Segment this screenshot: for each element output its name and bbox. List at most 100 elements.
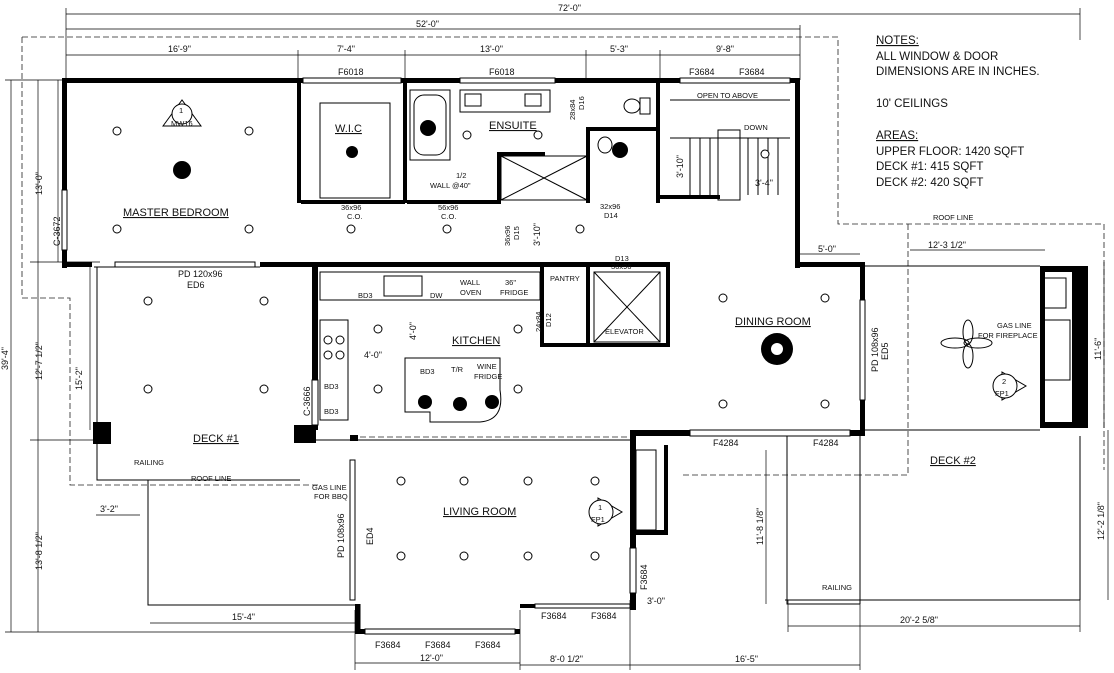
label-dw: DW — [430, 291, 443, 300]
door-labels: PD 120x96 ED6 PD 108x96 ED5 PD 108x96 ED… — [178, 96, 890, 558]
room-pantry: PANTRY — [550, 274, 580, 283]
door-ed4: ED4 — [365, 527, 375, 545]
label-wine-1: WINE — [477, 362, 497, 371]
dim-bay: 3'-0" — [647, 596, 665, 606]
door-d13-tag: D13 — [615, 254, 629, 263]
room-master: MASTER BEDROOM — [123, 207, 229, 219]
dim-deck2-right-a: 11'-6" — [1093, 338, 1103, 360]
room-kitchen: KITCHEN — [452, 335, 500, 347]
notes-deck2: DECK #2: 420 SQFT — [876, 177, 983, 189]
room-deck1: DECK #1 — [193, 433, 239, 445]
door-d13-size: 36x96 — [611, 262, 631, 271]
dim-stair-3-10: 3'-10" — [675, 155, 685, 178]
notes-line2: DIMENSIONS ARE IN INCHES. — [876, 66, 1040, 78]
label-roof-line-1: ROOF LINE — [191, 474, 231, 483]
door-pd-living: PD 108x96 — [336, 513, 346, 558]
notes-block: NOTES: ALL WINDOW & DOOR DIMENSIONS ARE … — [876, 35, 1040, 189]
notes-heading: NOTES: — [876, 35, 919, 47]
dim-ensuite: 13'-0" — [480, 44, 503, 54]
tag-fp2-text: FP1 — [995, 389, 1009, 398]
dim-upper-width: 52'-0" — [416, 19, 439, 29]
window-living-c: F3684 — [475, 640, 501, 650]
room-dining: DINING ROOM — [735, 316, 811, 328]
label-open-to-above: OPEN TO ABOVE — [697, 91, 758, 100]
door-d12-tag: D12 — [544, 313, 553, 327]
notes-areas: AREAS: — [876, 130, 918, 142]
label-wine-2: FRIDGE — [474, 372, 502, 381]
dimension-lines — [5, 8, 1109, 670]
dim-stair-3-4: 3'-4" — [755, 178, 773, 188]
window-dining-a: F4284 — [713, 438, 739, 448]
dim-stair: 9'-8" — [716, 44, 734, 54]
dim-deck2-right-b: 12'-2 1/8" — [1096, 502, 1106, 540]
dim-kitchen-4a: 4'-0" — [408, 322, 418, 340]
dim-deck2-run: 16'-5" — [735, 654, 758, 664]
door-d14-size: 32x96 — [600, 202, 620, 211]
room-ensuite: ENSUITE — [489, 120, 537, 132]
light-fixtures — [112, 120, 830, 561]
label-wall-note-1: 1/2 — [456, 171, 466, 180]
window-stair-b: F3684 — [739, 67, 765, 77]
room-living: LIVING ROOM — [443, 506, 516, 518]
label-wall-oven-1: WALL — [460, 278, 480, 287]
label-gas-bbq-2: FOR BBQ — [314, 492, 348, 501]
door-pd-master: PD 120x96 — [178, 269, 223, 279]
dim-left-lower: 13'-8 1/2" — [34, 532, 44, 570]
door-d16-size: 28x84 — [568, 100, 577, 120]
label-bd3-island: BD3 — [420, 367, 435, 376]
label-gas-fp-2: FOR FIREPLACE — [978, 331, 1038, 340]
dim-master: 16'-9" — [168, 44, 191, 54]
label-wall-oven-2: OVEN — [460, 288, 481, 297]
door-d15-size: 36x96 — [503, 226, 512, 246]
fixtures — [319, 89, 1071, 531]
room-deck2: DECK #2 — [930, 455, 976, 467]
window-bay-side: F3684 — [639, 564, 649, 590]
dim-deck1-edge: 3'-2" — [100, 504, 118, 514]
room-wic: W.I.C — [335, 123, 362, 135]
label-roof-line-2: ROOF LINE — [933, 213, 973, 222]
dim-dining-jog: 5'-0" — [818, 244, 836, 254]
dim-kitchen-4b: 4'-0" — [364, 350, 382, 360]
window-living-b: F3684 — [425, 640, 451, 650]
room-labels: MASTER BEDROOM W.I.C ENSUITE KITCHEN PAN… — [123, 120, 976, 518]
tag-fp1-text: FP1 — [591, 515, 605, 524]
door-pd-dining: PD 108x96 — [870, 327, 880, 372]
dim-overall-top: 72'-0" — [558, 3, 581, 13]
dim-dining-depth: 11'-8 1/8" — [755, 508, 765, 545]
dim-toilet: 5'-3" — [610, 44, 628, 54]
window-ensuite: F6018 — [489, 67, 515, 77]
door-ens-co: C.O. — [441, 212, 456, 221]
dim-wic: 7'-4" — [337, 44, 355, 54]
window-master-side: C-3672 — [52, 216, 62, 246]
notes-upper: UPPER FLOOR: 1420 SQFT — [876, 146, 1024, 158]
door-ed5: ED5 — [880, 342, 890, 360]
label-gas-bbq-1: GAS LINE — [312, 483, 347, 492]
dim-deck1-width: 15'-4" — [232, 612, 255, 622]
label-tr: T/R — [451, 365, 464, 374]
dim-ens-3-10: 3'-10" — [532, 223, 542, 246]
window-dining-b: F4284 — [813, 438, 839, 448]
dimension-labels: 72'-0" 52'-0" 16'-9" 7'-4" 13'-0" 5'-3" … — [0, 3, 1106, 664]
section-tag-mw16: 1 MW16 — [162, 99, 202, 128]
dim-deck2-top: 12'-3 1/2" — [928, 240, 966, 250]
label-bd3-b: BD3 — [324, 382, 339, 391]
dim-left-total: 39'-4" — [0, 347, 10, 370]
door-d14-tag: D14 — [604, 211, 618, 220]
dim-left-deck: 12'-7 1/2" — [34, 342, 44, 380]
tag-mw-text: MW16 — [171, 119, 193, 128]
label-railing-1: RAILING — [134, 458, 164, 467]
section-tag-fp1-living: 1 FP1 — [588, 497, 623, 527]
label-gas-fp-1: GAS LINE — [997, 321, 1032, 330]
label-fridge-2: FRIDGE — [500, 288, 528, 297]
window-labels: F6018 F6018 F3684 F3684 F4284 F4284 F368… — [52, 67, 839, 650]
section-tag-fp1-deck2: 2 FP1 — [992, 371, 1027, 401]
tag-mw-num: 1 — [179, 106, 183, 115]
window-openings — [61, 77, 866, 635]
door-wic-co: C.O. — [347, 212, 362, 221]
room-elevator: ELEVATOR — [605, 327, 644, 336]
tag-fp1-num: 1 — [598, 503, 602, 512]
window-master: F6018 — [338, 67, 364, 77]
notes-deck1: DECK #1: 415 SQFT — [876, 161, 983, 173]
door-d12-size: 24x84 — [534, 312, 543, 332]
